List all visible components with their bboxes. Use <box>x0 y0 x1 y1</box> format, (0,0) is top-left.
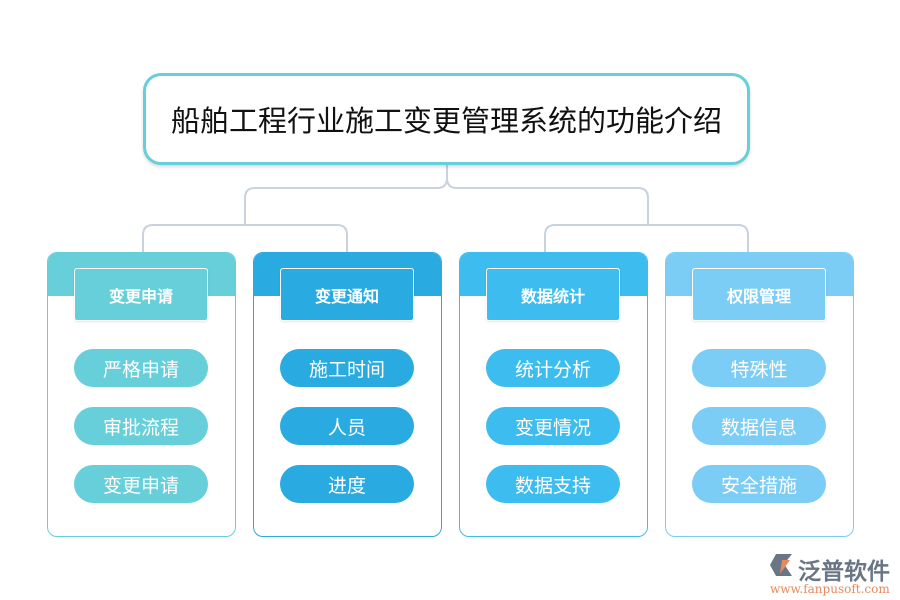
category-card: 变更申请严格申请审批流程变更申请 <box>47 252 236 537</box>
logo: 泛普软件 www.fanpusoft.com <box>770 552 890 596</box>
feature-item: 施工时间 <box>280 349 414 387</box>
feature-item: 数据支持 <box>486 465 620 503</box>
feature-item: 数据信息 <box>692 407 826 445</box>
feature-item: 安全措施 <box>692 465 826 503</box>
category-card: 数据统计统计分析变更情况数据支持 <box>459 252 648 537</box>
feature-item: 变更情况 <box>486 407 620 445</box>
feature-item: 特殊性 <box>692 349 826 387</box>
category-title: 变更申请 <box>74 268 208 321</box>
page-title: 船舶工程行业施工变更管理系统的功能介绍 <box>143 73 750 165</box>
logo-name: 泛普软件 <box>798 559 890 585</box>
logo-icon <box>770 554 792 576</box>
feature-item: 审批流程 <box>74 407 208 445</box>
category-title: 变更通知 <box>280 268 414 321</box>
feature-item: 严格申请 <box>74 349 208 387</box>
feature-item: 人员 <box>280 407 414 445</box>
feature-item: 变更申请 <box>74 465 208 503</box>
feature-item: 进度 <box>280 465 414 503</box>
category-title: 权限管理 <box>692 268 826 321</box>
category-card: 变更通知施工时间人员进度 <box>253 252 442 537</box>
logo-url: www.fanpusoft.com <box>770 582 890 596</box>
category-card: 权限管理特殊性数据信息安全措施 <box>665 252 854 537</box>
feature-item: 统计分析 <box>486 349 620 387</box>
category-title: 数据统计 <box>486 268 620 321</box>
